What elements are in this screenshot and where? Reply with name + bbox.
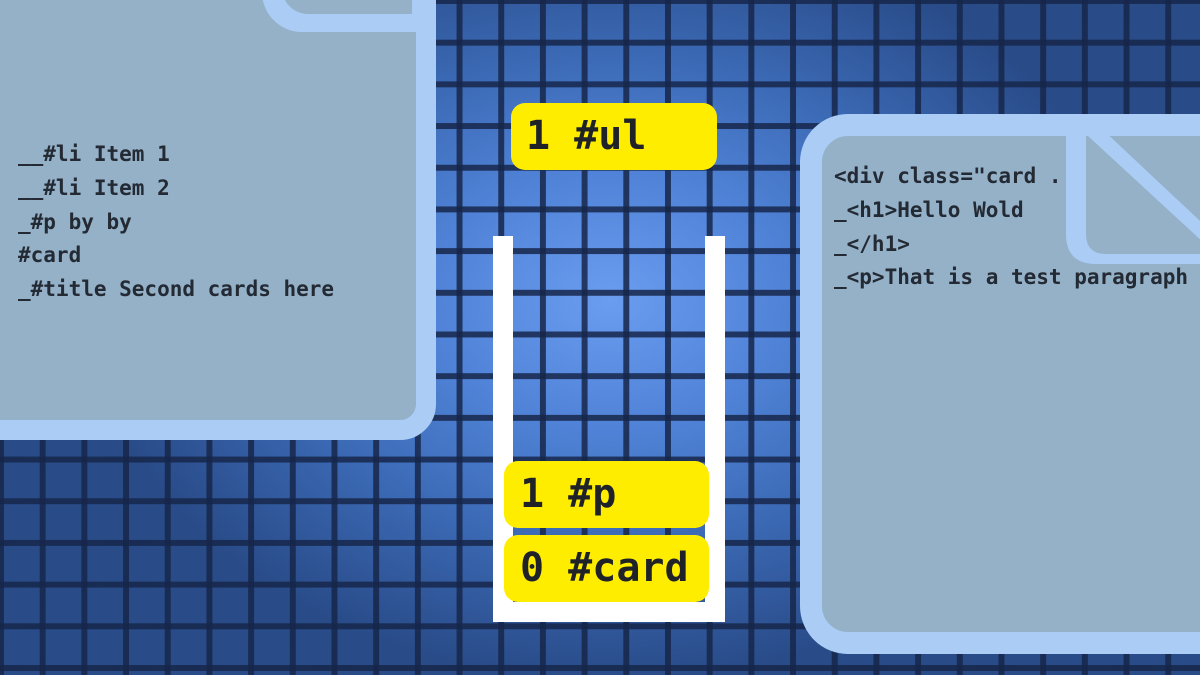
stack-wall-right <box>705 236 725 622</box>
left-doc-line-3: _#p by by <box>18 209 132 234</box>
right-document-fold-icon <box>1066 114 1200 264</box>
stack-token-bottom: 0 #card <box>504 535 709 602</box>
right-doc-line-2: _<h1>Hello Wold <box>834 197 1024 222</box>
stack-token-top: 1 #p <box>504 461 709 528</box>
left-doc-line-2: __#li Item 2 <box>18 175 170 200</box>
left-document-text: __#li Item 1 __#li Item 2 _#p by by #card _#… <box>18 138 334 307</box>
right-doc-line-3: _</h1> <box>834 231 910 256</box>
left-document-fold-inner <box>282 0 412 14</box>
left-doc-line-1: __#li Item 1 <box>18 142 170 166</box>
stack-wall-bottom <box>493 602 725 622</box>
popped-stack-token: 1 #ul <box>511 103 717 170</box>
left-doc-line-4: #card <box>18 243 82 268</box>
stack-wall-left <box>493 236 513 622</box>
right-doc-line-4: _<p>That is a test paragraph <box>834 265 1189 290</box>
left-document <box>0 0 436 440</box>
left-doc-line-5: _#title Second cards here <box>18 277 335 302</box>
